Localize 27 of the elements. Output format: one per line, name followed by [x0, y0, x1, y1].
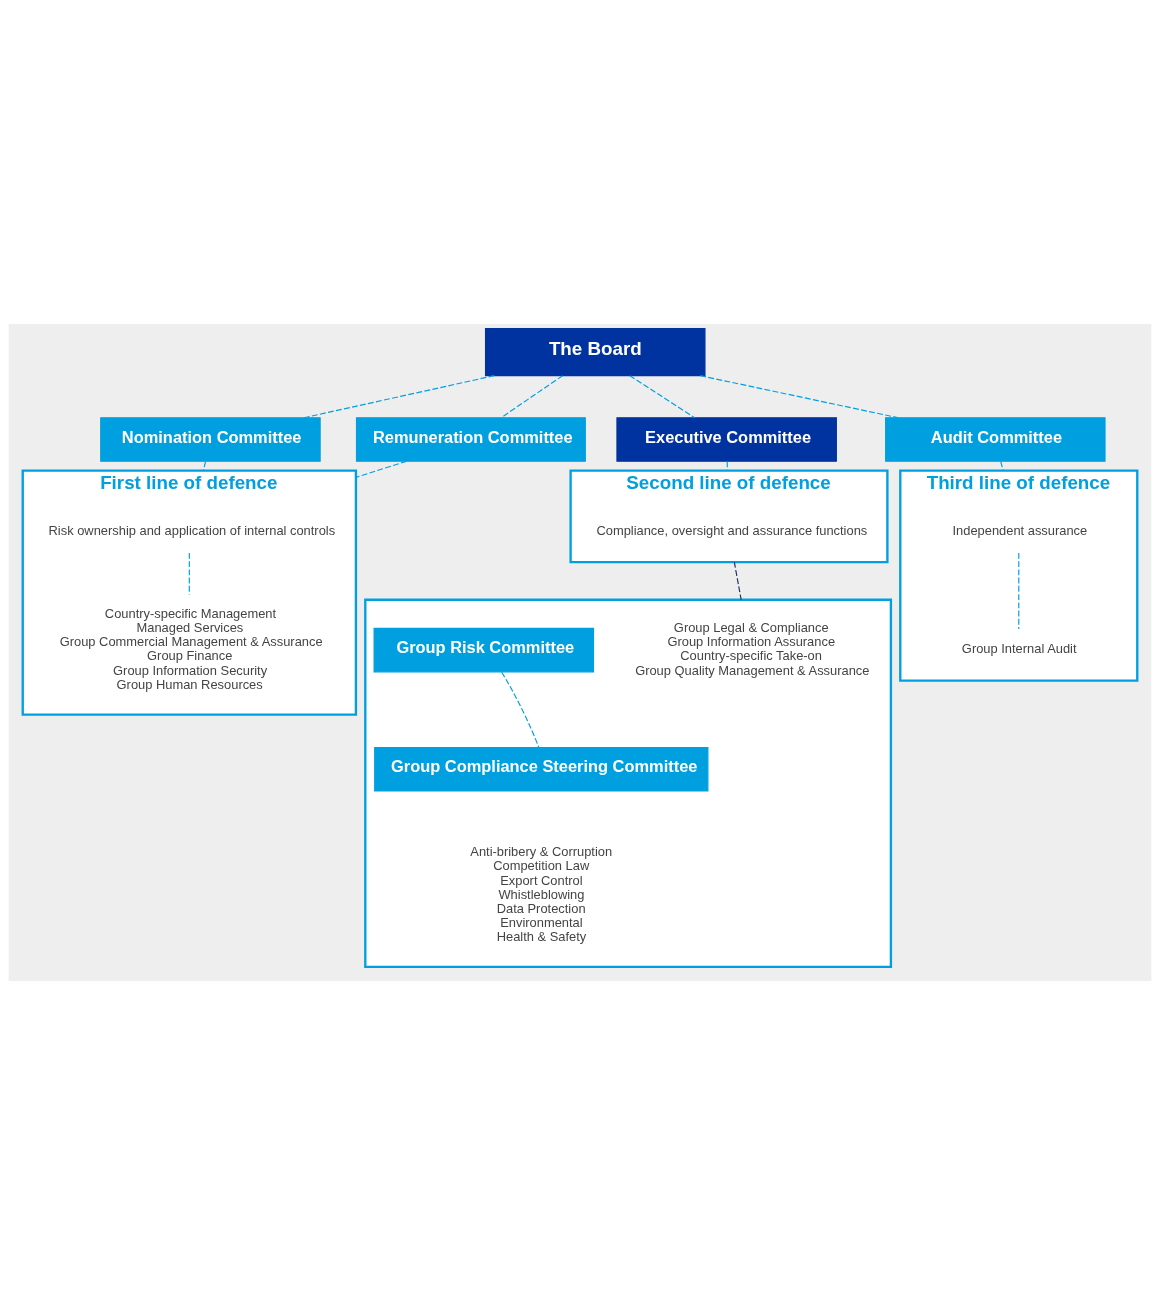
connector [1018, 552, 1020, 630]
node-box: Group Risk Committee [373, 627, 595, 673]
node-box: Executive Committee [616, 417, 837, 462]
connector [188, 552, 190, 596]
connector [699, 375, 900, 419]
node-box: Remuneration Committee [355, 417, 586, 462]
connector [629, 375, 696, 419]
connector [355, 460, 407, 478]
node-box: The Board [484, 328, 706, 377]
connector [500, 375, 564, 419]
connector [726, 460, 729, 472]
node-text: Anti-bribery & Corruption Competition Law Export Control Whistleblowing Data Protection Environmental Health & Safety [470, 844, 613, 944]
node-text: Country-specific Management Managed Services Group Commercial Management & Assurance Group Finance Group Information Security Group Human Resources [59, 606, 323, 692]
connector [202, 460, 207, 472]
connector [501, 671, 540, 748]
connector [303, 375, 495, 419]
cluster [364, 598, 893, 969]
node-text: Risk ownership and application of internal controls [48, 522, 336, 538]
node-box: Audit Committee [885, 417, 1106, 462]
node-text: Group Legal & Compliance Group Information Assurance Country-specific Take-on Group Quality Management & Assurance [635, 620, 870, 678]
node-text: Group Internal Audit [961, 641, 1077, 657]
node-text: Independent assurance [952, 522, 1088, 538]
connector [1000, 460, 1004, 472]
connector [733, 561, 742, 601]
node-box: Group Compliance Steering Committee [374, 746, 709, 792]
node-box: Nomination Committee [100, 417, 321, 462]
node-text: Compliance, oversight and assurance functions [596, 522, 868, 538]
